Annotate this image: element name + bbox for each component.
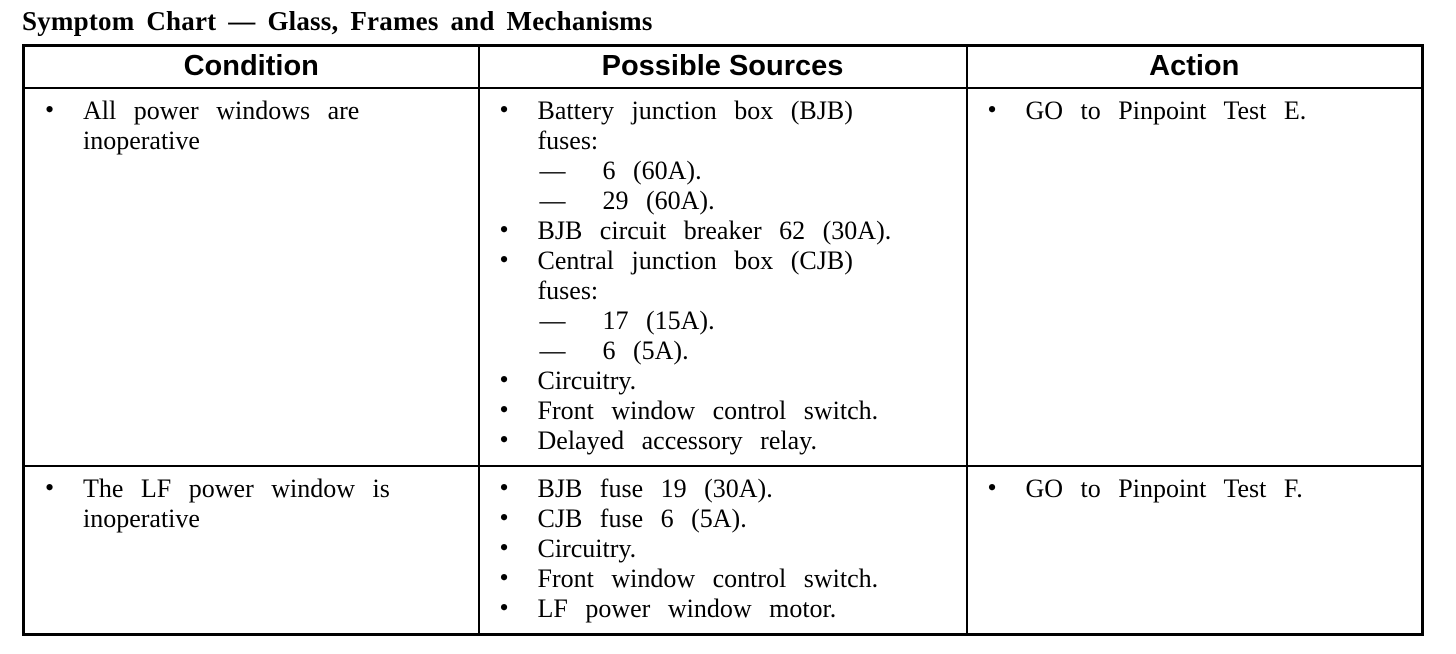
- bullet-icon: •: [499, 532, 509, 562]
- item-text: Battery junction box (BJB) fuses:: [537, 95, 853, 155]
- item-text: Front window control switch.: [537, 563, 879, 593]
- action-list: • GO to Pinpoint Test F.: [968, 472, 1414, 504]
- list-item: • Circuitry.: [480, 364, 958, 396]
- sources-list: • BJB fuse 19 (30A). • CJB fuse 6 (5A). • Cir…: [480, 472, 958, 624]
- list-item: • CJB fuse 6 (5A).: [480, 502, 958, 534]
- list-item: •Battery junction box (BJB) fuses:—6 (60…: [480, 94, 958, 216]
- item-text: BJB circuit breaker 62 (30A).: [537, 215, 892, 245]
- column-header-condition: Condition: [22, 44, 480, 89]
- list-item: • Front window control switch.: [480, 562, 958, 594]
- list-item: • Delayed accessory relay.: [480, 424, 958, 456]
- sources-list: •Battery junction box (BJB) fuses:—6 (60…: [480, 94, 958, 456]
- sub-item: — 6 (60A).: [538, 156, 958, 186]
- bullet-icon: •: [499, 502, 509, 532]
- item-text: Delayed accessory relay.: [537, 425, 817, 455]
- document-page: Symptom Chart — Glass, Frames and Mechan…: [22, 6, 1424, 636]
- bullet-icon: •: [499, 562, 509, 592]
- list-item: • All power windows are inoperative: [25, 94, 470, 156]
- item-text: GO to Pinpoint Test E.: [1025, 95, 1307, 125]
- column-header-action: Action: [965, 44, 1424, 89]
- bullet-icon: •: [45, 94, 55, 124]
- page-title: Symptom Chart — Glass, Frames and Mechan…: [22, 6, 653, 36]
- bullet-icon: •: [499, 424, 509, 454]
- bullet-icon: •: [499, 364, 509, 394]
- item-text: BJB fuse 19 (30A).: [537, 473, 773, 503]
- list-item: •Central junction box (CJB) fuses:—17 (1…: [480, 244, 958, 366]
- condition-list: • The LF power window is inoperative: [25, 472, 470, 534]
- list-item: • LF power window motor.: [480, 592, 958, 624]
- bullet-icon: •: [987, 94, 997, 124]
- cell-action: • GO to Pinpoint Test E.: [965, 86, 1424, 467]
- sub-item: — 29 (60A).: [538, 186, 958, 216]
- dash-icon: —: [539, 305, 566, 335]
- table-row: • The LF power window is inoperative • BJB …: [22, 464, 1424, 635]
- dash-icon: —: [539, 155, 566, 185]
- symptom-chart-table: Condition Possible Sources Action • All p…: [22, 44, 1424, 636]
- bullet-icon: •: [499, 214, 509, 244]
- sub-item-text: 29 (60A).: [602, 185, 715, 215]
- list-item: • BJB fuse 19 (30A).: [480, 472, 958, 504]
- cell-condition: • The LF power window is inoperative: [22, 464, 480, 635]
- item-text: GO to Pinpoint Test F.: [1025, 473, 1303, 503]
- bullet-icon: •: [499, 394, 509, 424]
- bullet-icon: •: [45, 472, 55, 502]
- sub-item: — 17 (15A).: [538, 306, 958, 336]
- item-text: Circuitry.: [537, 365, 637, 395]
- bullet-icon: •: [499, 94, 509, 124]
- list-item: • Front window control switch.: [480, 394, 958, 426]
- header-row: Condition Possible Sources Action: [22, 44, 1424, 89]
- dash-icon: —: [539, 335, 566, 365]
- item-text: Front window control switch.: [537, 395, 879, 425]
- list-item: • Circuitry.: [480, 532, 958, 564]
- list-item: • BJB circuit breaker 62 (30A).: [480, 214, 958, 246]
- bullet-icon: •: [987, 472, 997, 502]
- sub-item-text: 6 (5A).: [602, 335, 689, 365]
- sub-item-text: 17 (15A).: [602, 305, 715, 335]
- list-item: • The LF power window is inoperative: [25, 472, 470, 534]
- bullet-icon: •: [499, 472, 509, 502]
- action-list: • GO to Pinpoint Test E.: [968, 94, 1414, 126]
- column-header-possible-sources: Possible Sources: [477, 44, 968, 89]
- item-text: LF power window motor.: [537, 593, 837, 623]
- cell-action: • GO to Pinpoint Test F.: [965, 464, 1424, 635]
- bullet-icon: •: [499, 592, 509, 622]
- cell-sources: • BJB fuse 19 (30A). • CJB fuse 6 (5A). • Cir…: [477, 464, 968, 635]
- item-text: Central junction box (CJB) fuses:: [537, 245, 853, 305]
- item-text: CJB fuse 6 (5A).: [537, 503, 747, 533]
- sub-item-text: 6 (60A).: [602, 155, 702, 185]
- condition-list: • All power windows are inoperative: [25, 94, 470, 156]
- cell-sources: •Battery junction box (BJB) fuses:—6 (60…: [477, 86, 968, 467]
- list-item: • GO to Pinpoint Test F.: [968, 472, 1414, 504]
- cell-condition: • All power windows are inoperative: [22, 86, 480, 467]
- dash-icon: —: [539, 185, 566, 215]
- item-text: All power windows are inoperative: [83, 95, 360, 155]
- item-text: Circuitry.: [537, 533, 637, 563]
- sub-item: — 6 (5A).: [538, 336, 958, 366]
- table-row: • All power windows are inoperative • Batte…: [22, 86, 1424, 467]
- list-item: • GO to Pinpoint Test E.: [968, 94, 1414, 126]
- item-text: The LF power window is inoperative: [83, 473, 390, 533]
- bullet-icon: •: [499, 244, 509, 274]
